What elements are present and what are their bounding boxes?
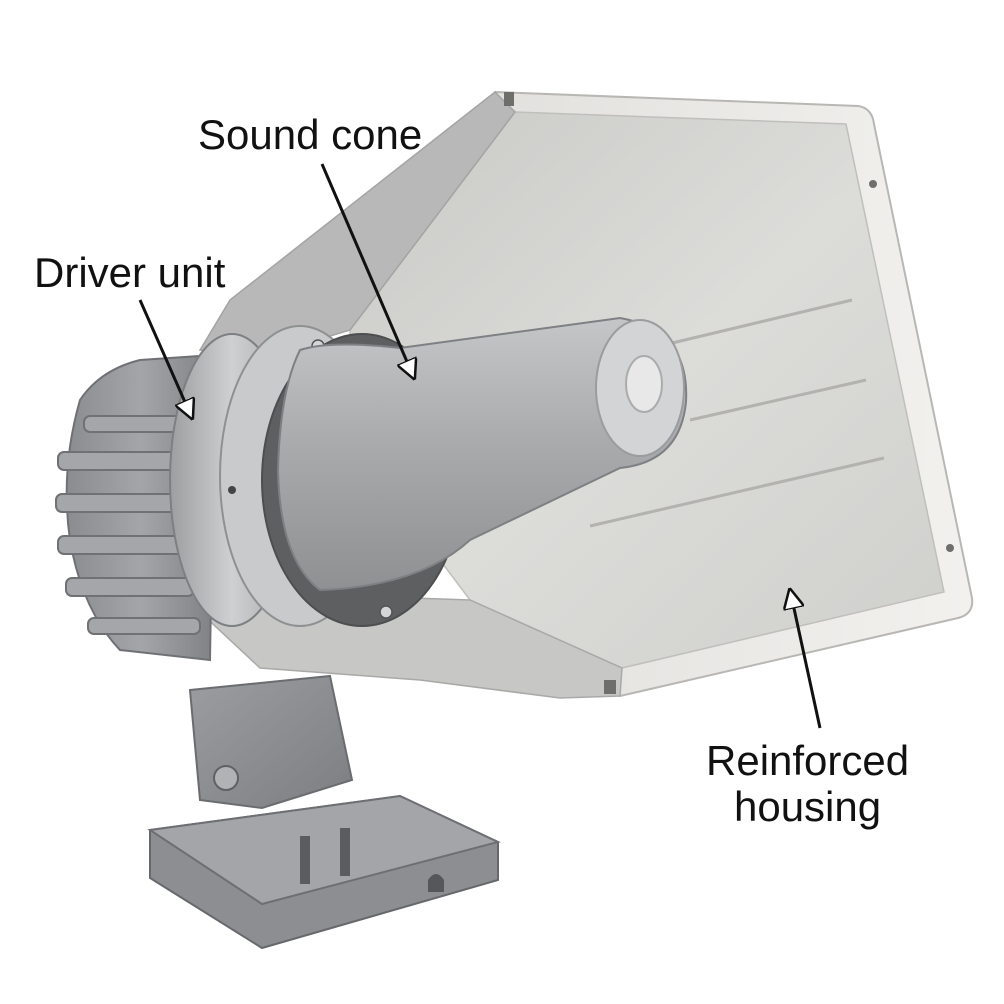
bracket-slot [340, 828, 350, 876]
bracket-arm [188, 674, 354, 810]
reinforced-housing [198, 90, 974, 699]
housing-rib [667, 298, 853, 346]
label-reinforced-housing-line2: housing [733, 783, 882, 830]
callout-arrows [138, 163, 822, 729]
arrow-reinforced-housing [790, 590, 822, 729]
screw-head [228, 486, 236, 494]
arrow-sound-cone [320, 163, 414, 378]
bracket-base-top [147, 794, 501, 906]
arrow-driver-unit [138, 299, 192, 418]
rim-notch [504, 92, 514, 106]
housing-rib [689, 378, 867, 422]
bracket-pivot-bolt [213, 765, 239, 791]
screw-hole [869, 180, 877, 188]
label-sound-cone: Sound cone [198, 111, 423, 158]
mounting-bracket [147, 674, 501, 950]
bracket-slot [300, 836, 310, 884]
housing-rib [589, 456, 885, 528]
bracket-mount-notch [428, 874, 444, 892]
sound-cone-tip-center [625, 355, 663, 413]
sound-cone [276, 316, 688, 592]
rim-notch [604, 680, 616, 694]
label-driver-unit: Driver unit [34, 249, 226, 296]
label-reinforced-housing: Reinforced housing [706, 738, 909, 830]
screw-head [379, 605, 393, 619]
cooling-fins [55, 415, 201, 635]
label-reinforced-housing-line1: Reinforced [706, 737, 910, 784]
sound-cone-body [276, 316, 688, 592]
screw-hole [946, 544, 954, 552]
